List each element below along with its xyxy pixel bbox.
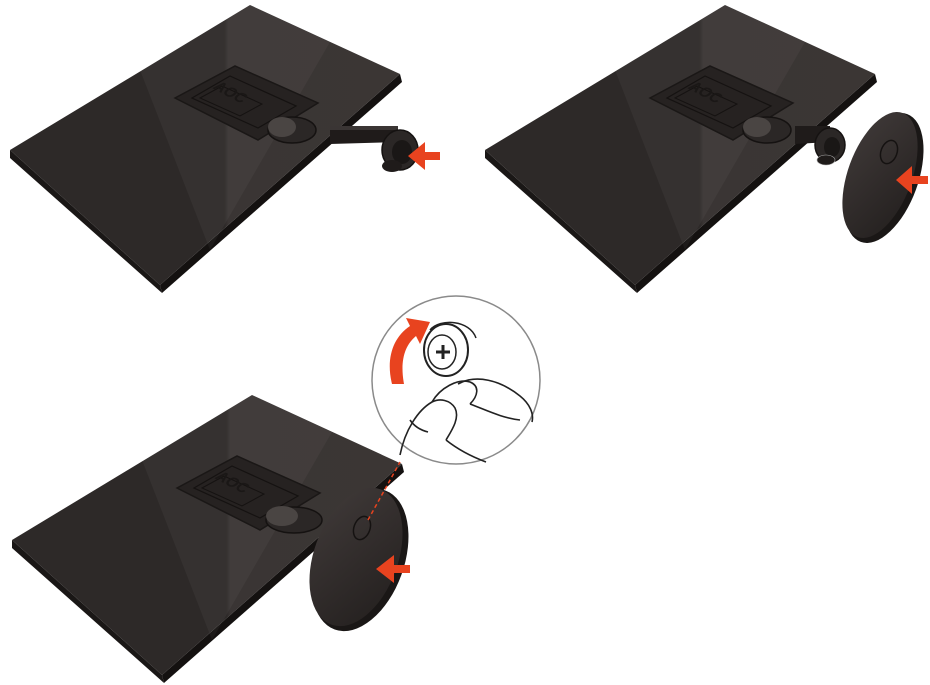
step-2-base-attach: AOC — [485, 5, 930, 293]
step-1-neck-attach: AOC — [10, 5, 440, 293]
hinge-icon — [743, 117, 791, 143]
monitor-panel — [10, 5, 402, 293]
hinge-icon — [268, 117, 316, 143]
step-3-screw-tighten: AOC — [12, 296, 540, 683]
stand-neck-icon — [330, 126, 418, 172]
hinge-icon — [266, 506, 322, 533]
screw-detail-callout — [372, 296, 540, 464]
